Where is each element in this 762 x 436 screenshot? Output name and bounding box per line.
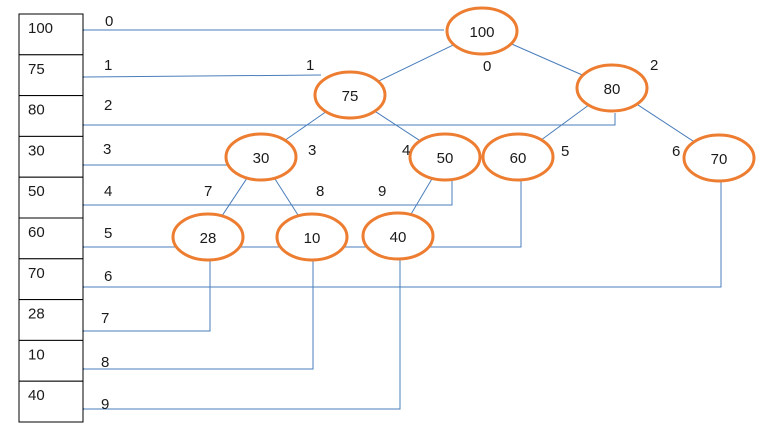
node-index-label: 3 (308, 142, 316, 159)
array-cell-value: 60 (28, 224, 45, 241)
array-cell-2 (18, 95, 84, 137)
index-arrow-4 (84, 180, 453, 205)
array-cell-4 (18, 176, 84, 219)
node-ellipse (224, 132, 298, 182)
tree-edge-n80-n70 (636, 103, 695, 143)
node-index-label: 4 (402, 142, 410, 159)
index-arrow-1 (84, 75, 322, 77)
node-index-label: 9 (378, 183, 386, 200)
array-cell-value: 75 (28, 61, 45, 78)
tree-edge-n80-n60 (541, 104, 589, 141)
node-index-label: 6 (672, 143, 680, 160)
node-index-label: 1 (306, 57, 314, 74)
index-arrow-8 (84, 260, 314, 369)
node-value: 60 (510, 150, 527, 167)
array-cell-value: 100 (28, 20, 53, 37)
array-cell-value: 28 (28, 306, 45, 323)
tree-edge-n30-n10 (274, 177, 299, 217)
arrow-index-label: 3 (103, 141, 111, 158)
array-cell-value: 80 (28, 102, 45, 119)
index-arrow-2 (84, 113, 616, 125)
index-arrow-7 (84, 260, 211, 331)
node-value: 28 (200, 230, 217, 247)
node-value: 40 (390, 229, 407, 246)
index-arrow-6 (84, 181, 722, 287)
tree-node-80: 80 (575, 63, 649, 113)
index-arrow-9 (84, 259, 401, 409)
array-column: 100 75 80 30 50 60 70 28 10 40 (18, 13, 84, 423)
tree-edges (221, 43, 695, 217)
arrow-index-label: 9 (101, 396, 109, 413)
array-cell-0 (18, 13, 84, 56)
arrow-index-label: 7 (101, 310, 109, 327)
array-cell-7 (18, 299, 84, 341)
tree-edge-n100-n80 (510, 43, 584, 76)
node-index-label: 7 (204, 183, 212, 200)
array-cell-value: 50 (28, 183, 45, 200)
tree-edge-n100-n75 (377, 44, 455, 82)
tree-node-70: 70 (682, 133, 756, 183)
arrow-index-label: 8 (101, 354, 109, 371)
tree-node-40: 40 (361, 211, 435, 261)
node-value: 70 (711, 151, 728, 168)
tree-node-28: 28 (171, 212, 245, 262)
index-labels: 0 1 2 3 4 5 6 7 8 9 0 1 2 3 4 5 6 7 8 9 (101, 13, 680, 413)
arrow-index-label: 4 (104, 183, 112, 200)
node-ellipse (275, 212, 349, 262)
node-value: 10 (304, 230, 321, 247)
node-ellipse (408, 132, 482, 182)
array-cell-6 (18, 258, 84, 301)
node-value: 50 (437, 150, 454, 167)
tree-node-100: 100 (445, 6, 519, 56)
node-ellipse (575, 63, 649, 113)
tree-node-10: 10 (275, 212, 349, 262)
array-cell-3 (18, 135, 84, 178)
array-cell-1 (18, 54, 84, 97)
node-index-label: 2 (650, 57, 658, 74)
tree-node-50: 50 (408, 132, 482, 182)
arrow-index-label: 0 (105, 13, 113, 30)
array-cell-8 (18, 339, 84, 382)
node-value: 30 (253, 150, 270, 167)
arrow-index-label: 6 (104, 268, 112, 285)
node-ellipse (171, 212, 245, 262)
tree-node-75: 75 (313, 70, 387, 120)
node-ellipse (481, 132, 555, 182)
array-cell-value: 30 (28, 142, 45, 159)
node-ellipse (682, 133, 756, 183)
node-ellipse (445, 6, 519, 56)
node-index-label: 8 (316, 183, 324, 200)
node-value: 80 (604, 81, 621, 98)
arrow-index-label: 2 (104, 97, 112, 114)
node-index-label: 5 (561, 143, 569, 160)
node-ellipse (361, 211, 435, 261)
tree-edge-n30-n28 (221, 177, 248, 217)
tree-node-60: 60 (481, 132, 555, 182)
node-value: 75 (342, 88, 359, 105)
node-value: 100 (469, 24, 494, 41)
node-ellipse (313, 70, 387, 120)
array-cell-9 (18, 380, 84, 423)
tree-edge-n50-n40 (410, 178, 433, 215)
tree-edge-n75-n30 (284, 111, 327, 141)
tree-edge-n75-n50 (374, 110, 421, 142)
tree-node-30: 30 (224, 132, 298, 182)
array-cell-value: 40 (28, 387, 45, 404)
arrow-index-label: 1 (104, 57, 112, 74)
array-cell-value: 10 (28, 346, 45, 363)
array-cell-value: 70 (28, 265, 45, 282)
arrow-index-label: 5 (104, 225, 112, 242)
node-index-label: 0 (483, 58, 491, 75)
